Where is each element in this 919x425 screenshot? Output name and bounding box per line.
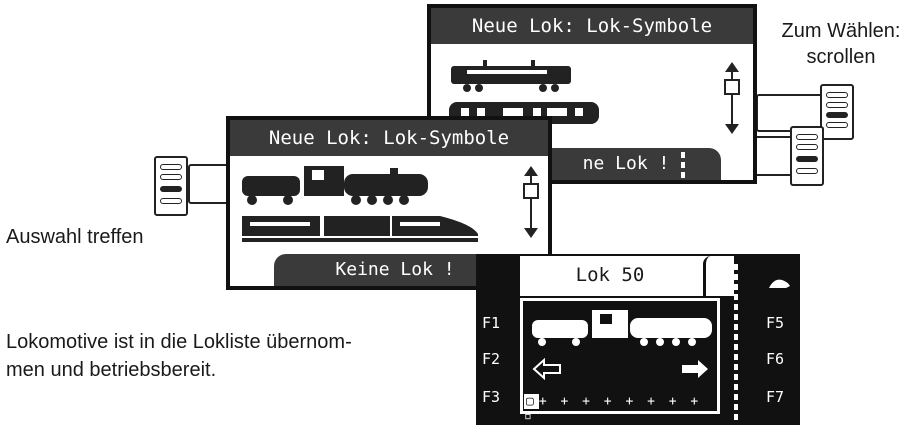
- scroll-arrows-icon[interactable]: [721, 62, 743, 134]
- key-F7[interactable]: F7: [766, 388, 785, 406]
- screen-front-tab-label: Keine Lok !: [335, 259, 455, 280]
- screen-front-tab[interactable]: Keine Lok !: [274, 254, 516, 286]
- control-screen: Lok 50 F1 F2 F3 F5 F6 F7 ▢+ + + + + + + …: [476, 254, 800, 425]
- arrow-left-icon[interactable]: [532, 358, 562, 380]
- key-F3[interactable]: F3: [482, 388, 501, 406]
- key-F1[interactable]: F1: [482, 314, 501, 332]
- ice-train-icon: [242, 214, 478, 242]
- scroll-switch-top[interactable]: [756, 82, 854, 142]
- screen-back-tab-label: ne Lok !: [582, 153, 670, 174]
- arrow-right-icon[interactable]: [680, 358, 710, 380]
- label-select-instruction: Auswahl treffen: [6, 226, 144, 248]
- scroll-switch-bottom[interactable]: [752, 122, 842, 188]
- screen-back-title: Neue Lok: Lok-Symbole: [431, 8, 753, 44]
- locomotive-icon: [242, 166, 428, 205]
- key-F6[interactable]: F6: [766, 350, 785, 368]
- key-F2[interactable]: F2: [482, 350, 501, 368]
- locomotive-icon-control: [532, 310, 712, 346]
- label-scroll-instruction: Zum Wählen: scrollen: [781, 20, 901, 68]
- screen-front: Neue Lok: Lok-Symbole Keine Lok !: [226, 116, 552, 290]
- label-result-text: Lokomotive ist in die Lokliste übernom- …: [6, 331, 352, 381]
- scroll-arrows-icon-front[interactable]: [520, 166, 542, 238]
- electric-loco-icon: [451, 60, 571, 92]
- screen-front-title: Neue Lok: Lok-Symbole: [230, 120, 548, 156]
- control-title: Lok 50: [575, 264, 645, 286]
- key-F5[interactable]: F5: [766, 314, 785, 332]
- function-status-row: ▢+ + + + + + + + ▫: [524, 394, 702, 424]
- turtle-icon[interactable]: [766, 276, 792, 292]
- control-main: [520, 298, 720, 414]
- screen-back-tab[interactable]: ne Lok !: [531, 148, 721, 180]
- control-title-box: Lok 50: [520, 256, 734, 296]
